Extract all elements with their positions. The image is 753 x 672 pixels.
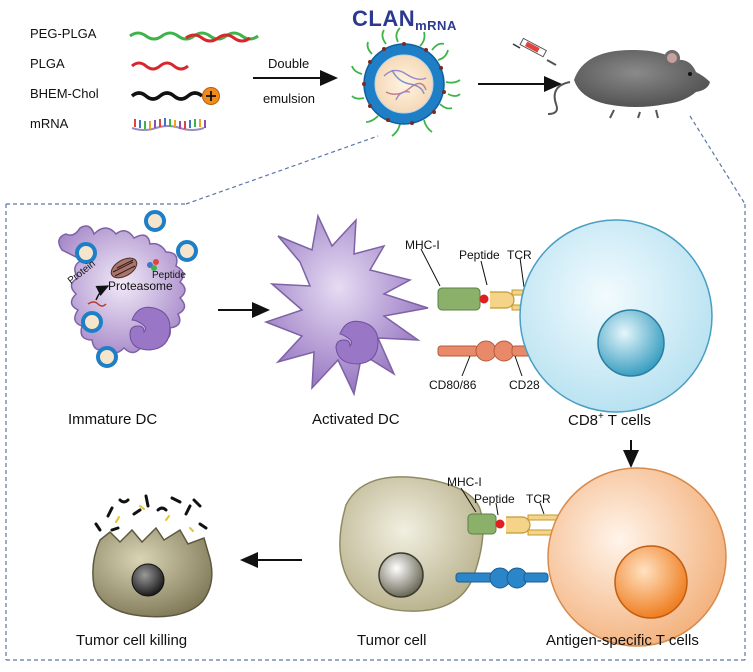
cell-debris-yellow <box>115 505 194 532</box>
zoom-box <box>5 115 746 661</box>
proteasome-icon <box>110 257 138 279</box>
nanoparticle-title-subscript: mRNA <box>415 18 457 33</box>
cationic-head-icon <box>202 87 220 105</box>
cd8-caption-sup: + <box>598 411 604 422</box>
dying-tumor-cell <box>92 526 213 618</box>
activated-dc-caption: Activated DC <box>312 411 400 428</box>
nanoparticle-title-main: CLAN <box>352 6 416 31</box>
peptide-icon <box>479 294 489 304</box>
peptide-label-2: Peptide <box>474 492 515 506</box>
tcr-label-1: TCR <box>507 248 532 262</box>
tumor-killing-caption: Tumor cell killing <box>76 632 188 649</box>
mrna-strand <box>131 118 206 131</box>
mhc-i-molecule-2 <box>467 513 497 535</box>
immature-dc-caption: Immature DC <box>68 411 158 428</box>
legend-peg-plga-label: PEG-PLGA <box>30 26 97 41</box>
costimulatory-molecule-2 <box>455 567 549 589</box>
nanoparticle-title: CLANmRNA <box>352 6 457 33</box>
peptide-icon-2 <box>495 519 505 529</box>
mouse-icon <box>547 50 710 119</box>
process-label-line1: Double <box>268 56 310 71</box>
plga-strand <box>131 61 189 71</box>
synapse-1 <box>420 248 543 377</box>
cd8-t-cells-caption: CD8+ T cells <box>568 411 651 429</box>
mhc-i-label-2: MHC-I <box>447 475 482 489</box>
cd8-caption-post: T cells <box>603 412 651 429</box>
peptide-label-dc: Peptide <box>152 270 186 281</box>
peptide-label-1: Peptide <box>459 248 500 262</box>
synapse-2 <box>455 487 559 589</box>
cell-debris <box>94 494 208 532</box>
tcr-label-2: TCR <box>526 492 551 506</box>
proteasome-label: Proteasome <box>108 279 173 293</box>
cd8-caption-pre: CD8 <box>568 412 599 429</box>
process-label-line2: emulsion <box>263 91 316 106</box>
tumor-cell <box>339 476 484 612</box>
legend-plga-label: PLGA <box>30 56 65 71</box>
bhem-chol-strand <box>130 91 204 101</box>
cd80-86-molecule <box>437 340 497 362</box>
tcr-molecule-2 <box>506 514 559 536</box>
legend-mrna-label: mRNA <box>30 116 69 131</box>
antigen-specific-t-cell <box>547 467 727 647</box>
cd28-label: CD28 <box>509 378 540 392</box>
mhc-i-label-1: MHC-I <box>405 238 440 252</box>
cd8-t-cell <box>519 219 713 413</box>
antigen-specific-t-cells-caption: Antigen-specific T cells <box>546 632 699 649</box>
nanoparticle-on-dc <box>75 210 198 368</box>
clan-nanoparticle <box>351 27 461 137</box>
cd80-86-label: CD80/86 <box>429 378 477 392</box>
syringe-icon <box>512 37 557 66</box>
legend-bhem-chol-label: BHEM-Chol <box>30 86 99 101</box>
peg-plga-strand-red <box>185 33 251 43</box>
mhc-i-molecule <box>437 287 481 311</box>
activated-dc <box>263 213 429 397</box>
tumor-cell-caption: Tumor cell <box>357 632 427 649</box>
